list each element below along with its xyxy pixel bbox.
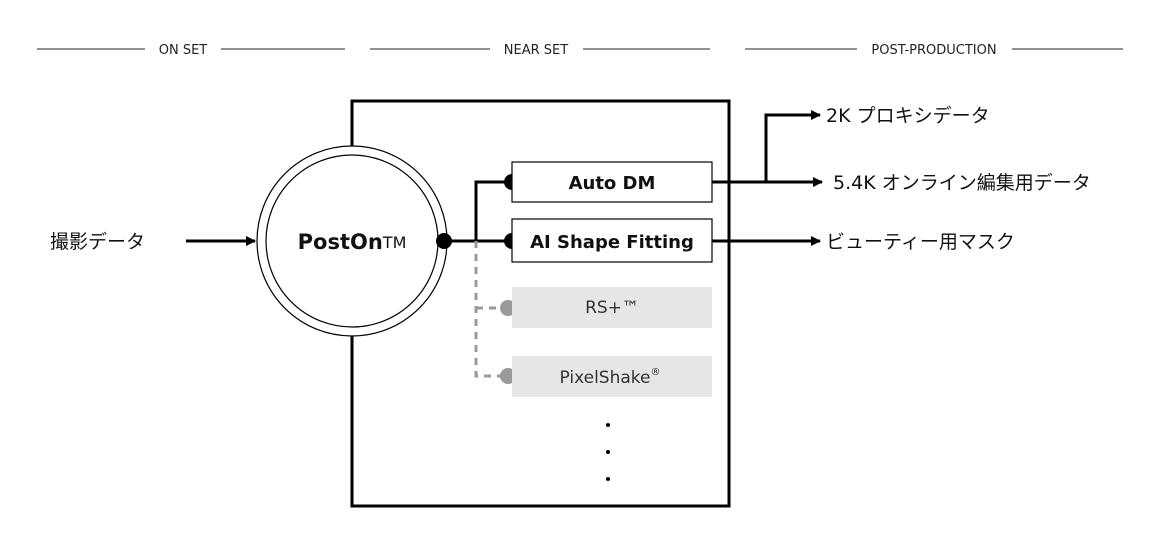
stage-header-on-set: ON SET [37, 43, 345, 58]
stage-label-post-production: POST-PRODUCTION [871, 43, 996, 58]
module-ai-shape-fitting-label: AI Shape Fitting [530, 232, 694, 253]
output-proxy-label: 2K プロキシデータ [826, 105, 990, 127]
proxy-output-arrow [764, 110, 821, 182]
module-ai-shape-fitting: AI Shape Fitting [511, 218, 713, 263]
stage-label-near-set: NEAR SET [504, 43, 568, 58]
module-auto-dm-label: Auto DM [569, 173, 656, 194]
stage-header-post-production: POST-PRODUCTION [745, 43, 1123, 58]
more-modules-ellipsis [606, 423, 610, 481]
input-label: 撮影データ [50, 231, 145, 253]
module-rs-plus: RS+™ [512, 287, 712, 328]
module-pixelshake: PixelShake® [512, 356, 712, 397]
stage-header-near-set: NEAR SET [370, 43, 710, 58]
poston-output-dot [436, 233, 452, 249]
inactive-connectors [474, 241, 516, 384]
output-connectors [712, 110, 823, 246]
stage-label-on-set: ON SET [159, 43, 208, 58]
output-online-label: 5.4K オンライン編集用データ [833, 172, 1091, 194]
module-pixelshake-label: PixelShake® [559, 367, 660, 388]
poston-node: PostOnTM [256, 145, 448, 337]
module-auto-dm: Auto DM [511, 161, 713, 203]
active-connectors [436, 174, 520, 249]
module-rs-plus-label: RS+™ [585, 298, 639, 318]
poston-label: PostOnTM [298, 230, 407, 254]
output-mask-label: ビューティー用マスク [826, 231, 1015, 253]
